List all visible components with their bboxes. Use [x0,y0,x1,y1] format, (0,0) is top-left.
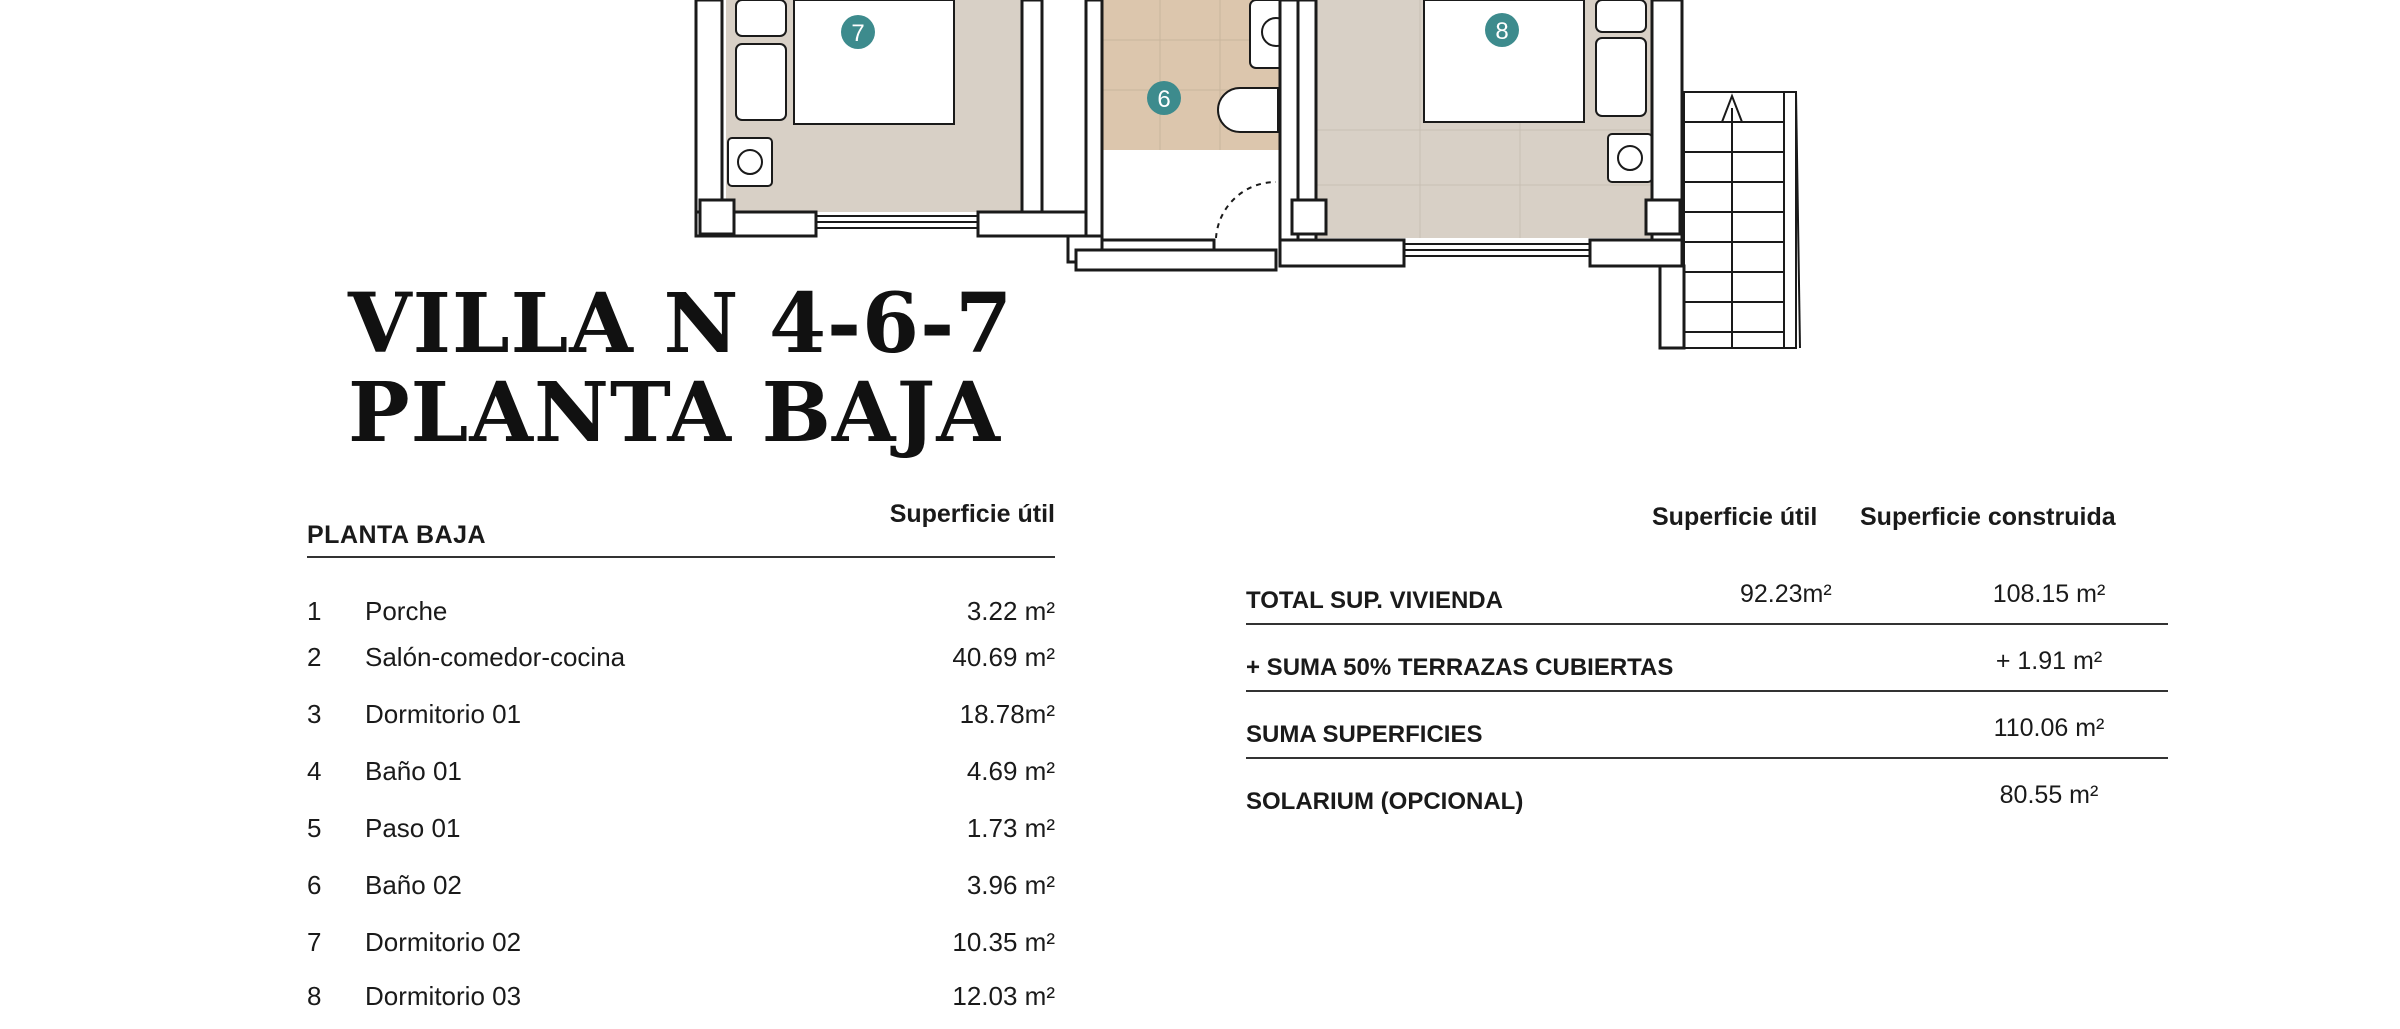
room-number: 8 [307,981,322,1011]
room-6-marker [1147,81,1181,115]
staircase [1683,91,1801,349]
table-row: SOLARIUM (OPCIONAL) 80.55 m² [1246,758,2168,824]
room-name: Porche [365,596,448,626]
rooms-table-header: PLANTA BAJA Superficie útil [307,500,1055,558]
bed-room-8 [1423,0,1585,123]
bed-room-7 [793,0,955,125]
rooms-table-column-header: Superficie útil [889,500,1055,528]
totals-table-header: Superficie útil Superficie construida [1246,503,2168,543]
room-number: 6 [307,870,322,900]
table-row: TOTAL SUP. VIVIENDA 92.23m² 108.15 m² [1246,557,2168,625]
totals-label: TOTAL SUP. VIVIENDA [1246,587,1503,614]
totals-construida-value: 80.55 m² [1999,781,2099,809]
totals-label: + SUMA 50% TERRAZAS CUBIERTAS [1246,654,1674,681]
table-row: SUMA SUPERFICIES 110.06 m² [1246,691,2168,759]
room-number: 7 [307,927,322,957]
room-name: Dormitorio 02 [365,927,522,957]
table-row: 3 Dormitorio 01 18.78m² [307,699,1055,739]
room-name: Paso 01 [365,813,461,843]
room-area: 12.03 m² [952,981,1055,1011]
totals-util-value: 92.23m² [1740,580,1832,608]
totals-col-construida-header: Superficie construida [1860,503,2116,531]
room-area: 3.96 m² [966,870,1055,900]
room-name: Dormitorio 01 [365,699,522,729]
room-name: Dormitorio 03 [365,981,522,1011]
room-number: 4 [307,756,322,786]
totals-construida-value: + 1.91 m² [1995,647,2103,675]
page-title-line-2: PLANTA BAJA [348,365,1001,461]
table-row: 4 Baño 01 4.69 m² [307,756,1055,796]
totals-construida-value: 108.15 m² [1992,580,2106,608]
rooms-table-heading: PLANTA BAJA [307,521,487,549]
room-7-marker [841,15,875,49]
room-number: 3 [307,699,322,729]
room-number: 1 [307,596,322,626]
room-number: 2 [307,642,322,672]
room-area: 1.73 m² [966,813,1055,843]
room-name: Baño 01 [365,756,462,786]
totals-construida-value: 110.06 m² [1993,714,2105,742]
table-row: 2 Salón-comedor-cocina 40.69 m² [307,642,1055,682]
floor-plan: 7 6 8 [694,0,1801,350]
room-area: 3.22 m² [966,596,1055,626]
room-area: 40.69 m² [952,642,1055,672]
room-name: Baño 02 [365,870,462,900]
room-8-marker-label: 8 [1495,18,1508,45]
table-row: + SUMA 50% TERRAZAS CUBIERTAS + 1.91 m² [1246,624,2168,692]
room-6-marker-label: 6 [1157,86,1170,113]
totals-label: SOLARIUM (OPCIONAL) [1246,788,1524,815]
room-number: 5 [307,813,322,843]
table-row: 8 Dormitorio 03 12.03 m² [307,981,1055,1021]
totals-col-util-header: Superficie útil [1652,503,1818,531]
table-row: 5 Paso 01 1.73 m² [307,813,1055,853]
toilet-fixture [1217,87,1279,133]
room-8-marker [1485,13,1519,47]
table-row: 1 Porche 3.22 m² [307,596,1055,636]
room-area: 10.35 m² [952,927,1055,957]
room-name: Salón-comedor-cocina [365,642,626,672]
table-row: 6 Baño 02 3.96 m² [307,870,1055,910]
room-area: 4.69 m² [966,756,1055,786]
table-row: 7 Dormitorio 02 10.35 m² [307,927,1055,967]
totals-label: SUMA SUPERFICIES [1246,721,1483,748]
page-title-line-1: VILLA N 4-6-7 [348,276,1014,372]
room-7-marker-label: 7 [851,20,864,47]
room-area: 18.78m² [959,699,1055,729]
